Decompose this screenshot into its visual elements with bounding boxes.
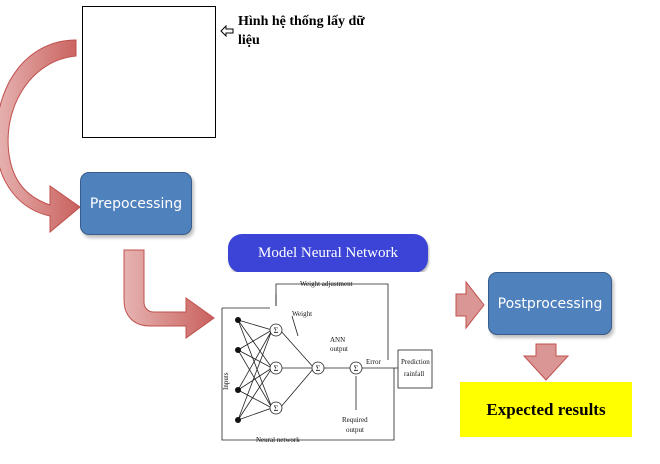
preprocessing-box: Prepocessing bbox=[80, 172, 192, 235]
prediction-label-1: Prediction bbox=[401, 358, 430, 366]
required-label-1: Required bbox=[342, 416, 368, 424]
postprocessing-label: Postprocessing bbox=[497, 295, 603, 312]
weight-adjustment-label: Weight adjustment bbox=[300, 280, 353, 288]
neural-network-diagram: Σ Σ Σ Σ Σ Weight adjustment Weight ANN o… bbox=[218, 272, 434, 446]
sum-node-1: Σ bbox=[274, 326, 279, 335]
sum-node-5: Σ bbox=[354, 364, 359, 373]
ann-output-label-2: output bbox=[330, 345, 348, 353]
expected-results-box: Expected results bbox=[460, 382, 632, 437]
sum-node-4: Σ bbox=[316, 364, 321, 373]
weight-label: Weight bbox=[292, 310, 312, 318]
neural-network-label: Neural network bbox=[256, 436, 300, 444]
prediction-label-2: rainfall bbox=[404, 370, 424, 378]
inputs-label: Inputs bbox=[222, 372, 230, 390]
arrow-to-postprocessing bbox=[455, 280, 485, 330]
sum-node-3: Σ bbox=[274, 404, 279, 413]
preprocessing-label: Prepocessing bbox=[89, 195, 183, 212]
model-neural-network-box: Model Neural Network bbox=[228, 234, 428, 273]
image-caption: Hình hệ thống lấy dữ liệu bbox=[238, 14, 365, 48]
left-arrow-icon bbox=[220, 25, 234, 37]
sum-node-2: Σ bbox=[274, 364, 279, 373]
ann-output-label-1: ANN bbox=[330, 336, 345, 344]
postprocessing-box: Postprocessing bbox=[488, 272, 612, 335]
curved-arrow-to-preprocessing bbox=[0, 39, 81, 234]
error-label: Error bbox=[366, 358, 381, 366]
l-arrow-to-model bbox=[123, 249, 215, 339]
required-label-2: output bbox=[346, 426, 364, 434]
expected-results-label: Expected results bbox=[486, 399, 606, 419]
model-label: Model Neural Network bbox=[258, 245, 398, 261]
data-collection-image-placeholder bbox=[82, 6, 216, 138]
arrow-to-results bbox=[522, 343, 570, 381]
